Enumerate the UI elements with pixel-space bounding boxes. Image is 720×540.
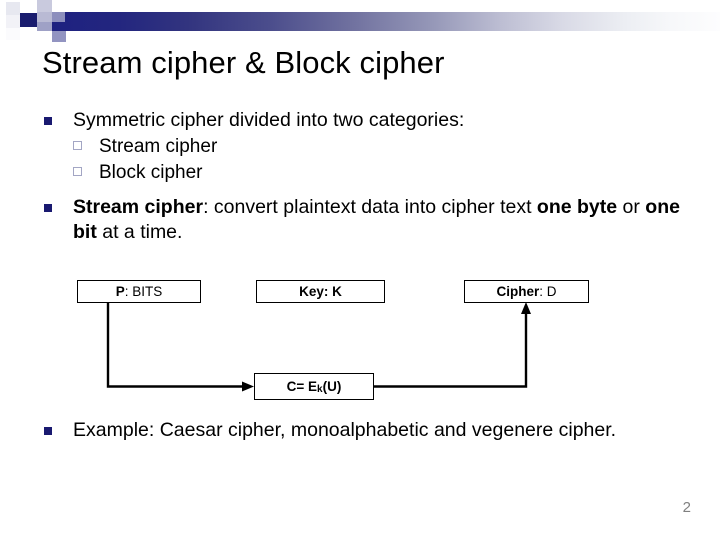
box-plaintext-label-bold: P [115, 284, 125, 299]
box-encrypt-label-post: (U) [322, 379, 342, 394]
deco-square [6, 28, 20, 40]
spacer [44, 186, 684, 195]
box-cipher-label-normal: : D [539, 284, 557, 299]
bullet-square-icon [44, 117, 52, 125]
diagram-box-plaintext: P: BITS [77, 280, 201, 303]
arrowhead-to-encrypt [242, 381, 254, 392]
deco-square [52, 12, 65, 22]
header-gradient-bar [37, 12, 720, 31]
arrowhead-to-cipher [521, 302, 531, 314]
bullet-2-after-lead: : convert plaintext data into cipher tex… [203, 195, 537, 218]
box-cipher-label-bold: Cipher [496, 284, 540, 299]
box-encrypt-label-sub: k [317, 384, 323, 395]
deco-square [20, 0, 37, 13]
diagram-connectors [106, 302, 531, 392]
slide-body-lower: Example: Caesar cipher, monoalphabetic a… [44, 418, 684, 444]
bullet-2-tail: at a time. [96, 221, 183, 243]
bullet-1-text: Symmetric cipher divided into two catego… [73, 109, 465, 131]
slide-body: Symmetric cipher divided into two catego… [44, 108, 684, 246]
deco-square [37, 0, 52, 12]
deco-square [37, 22, 52, 31]
bullet-2-bold-a: one byte [536, 195, 618, 218]
bullet-item-2: Stream cipher: convert plaintext data in… [44, 195, 684, 246]
deco-square-navy [20, 13, 37, 27]
page-number: 2 [682, 499, 691, 516]
box-plaintext-label-normal: : BITS [124, 284, 163, 299]
box-key-label-bold: Key: K [299, 284, 342, 299]
bullet-2-lead: Stream cipher [73, 195, 204, 218]
bullet-item-3: Example: Caesar cipher, monoalphabetic a… [44, 418, 684, 444]
slide-decoration [0, 0, 720, 42]
deco-square [6, 2, 20, 15]
deco-square [52, 31, 66, 42]
bullet-square-icon [44, 427, 52, 435]
bullet-2-mid: or [617, 195, 646, 218]
bullet-item-1: Symmetric cipher divided into two catego… [44, 108, 684, 134]
deco-square [37, 12, 52, 22]
sub-bullet-1-text: Stream cipher [99, 135, 218, 157]
diagram-box-cipher: Cipher: D [464, 280, 589, 303]
bullet-3-text: Example: Caesar cipher, monoalphabetic a… [73, 419, 617, 441]
sub-bullet-item-2: Block cipher [44, 160, 684, 186]
diagram-box-key: Key: K [256, 280, 385, 303]
deco-square [20, 27, 37, 39]
sub-bullet-2-text: Block cipher [99, 161, 203, 183]
sub-bullet-square-icon [73, 140, 82, 150]
edge-encrypt-to-cipher [374, 311, 528, 388]
bullet-2-bold-b: one bit [73, 195, 680, 244]
page-title: Stream cipher & Block cipher [42, 45, 445, 80]
deco-square [6, 15, 20, 28]
box-encrypt-label-pre: C= E [286, 379, 318, 394]
sub-bullet-item-1: Stream cipher [44, 134, 684, 160]
sub-bullet-square-icon [73, 166, 82, 176]
edge-plaintext-to-encrypt [106, 303, 246, 388]
bullet-square-icon [44, 203, 52, 212]
